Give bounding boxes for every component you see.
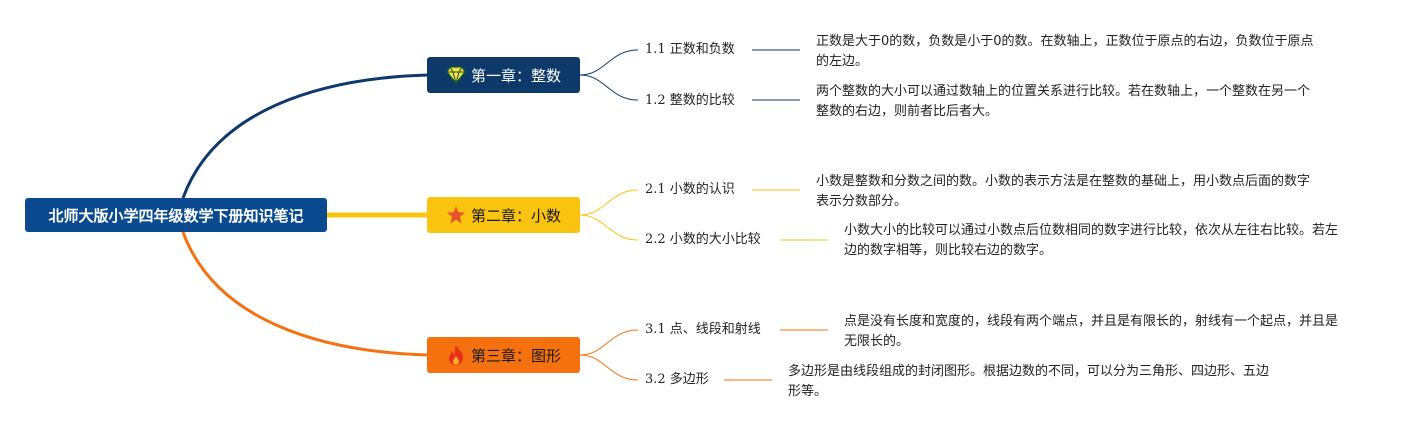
topic-2-2-description: 小数大小的比较可以通过小数点后位数相同的数字进行比较，依次从左往右比较。若左边的… <box>844 223 1339 258</box>
root-title: 北师大版小学四年级数学下册知识笔记 <box>48 206 304 225</box>
topic-3-2[interactable]: 3.2 多边形 <box>645 372 709 387</box>
topic-1-2[interactable]: 1.2 整数的比较 <box>645 93 735 108</box>
topic-1-1-description: 正数是大于0的数，负数是小于0的数。在数轴上，正数位于原点的右边，负数位于原点的… <box>816 34 1314 69</box>
topic-1-2-description: 两个整数的大小可以通过数轴上的位置关系进行比较。若在数轴上，一个整数在另一个整数… <box>816 84 1311 119</box>
topic-1-1[interactable]: 1.1 正数和负数 <box>645 42 735 57</box>
connector-root-ch1 <box>181 73 429 199</box>
chapter-title-2: 第二章：小数 <box>470 206 561 225</box>
connector-ch3-t2 <box>579 354 639 381</box>
chapter-node-1[interactable]: 第一章：整数 <box>427 57 580 93</box>
connector-ch3-t1 <box>579 329 639 356</box>
topic-3-1-description: 点是没有长度和宽度的，线段有两个端点，并且是有限长的，射线有一个起点，并且是无限… <box>844 314 1339 349</box>
star-icon <box>446 205 466 225</box>
connector-ch1-t1 <box>579 49 639 76</box>
topic-3-1[interactable]: 3.1 点、线段和射线 <box>645 322 761 337</box>
topic-2-1[interactable]: 2.1 小数的认识 <box>645 182 735 197</box>
diamond-icon <box>446 65 466 85</box>
connector-ch2-t2 <box>579 214 639 241</box>
connector-ch1-t2 <box>579 74 639 101</box>
root-node[interactable]: 北师大版小学四年级数学下册知识笔记 <box>25 198 327 232</box>
chapter-node-2[interactable]: 第二章：小数 <box>427 197 580 233</box>
connector-ch2-t1 <box>579 189 639 216</box>
chapter-title-3: 第三章：图形 <box>470 346 561 365</box>
topic-3-2-description: 多边形是由线段组成的封闭图形。根据边数的不同，可以分为三角形、四边形、五边形等。 <box>788 364 1270 399</box>
fire-icon <box>446 345 466 365</box>
chapter-title-1: 第一章：整数 <box>470 66 561 85</box>
connector-root-ch3 <box>181 231 429 357</box>
chapter-node-3[interactable]: 第三章：图形 <box>427 337 580 373</box>
topic-2-2[interactable]: 2.2 小数的大小比较 <box>645 232 761 247</box>
topic-2-1-description: 小数是整数和分数之间的数。小数的表示方法是在整数的基础上，用小数点后面的数字表示… <box>816 174 1311 209</box>
